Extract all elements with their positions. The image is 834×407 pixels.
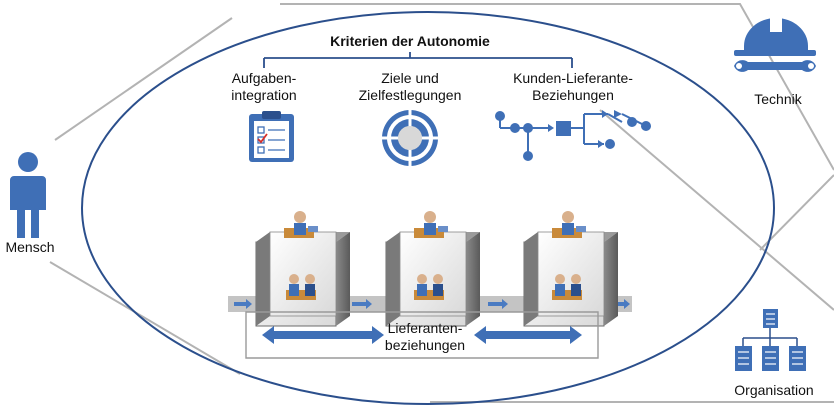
criterion-customer-supplier-label: Kunden-Lieferante- Beziehungen (498, 70, 648, 104)
supplier-arrow-right (474, 326, 582, 344)
target-icon (378, 106, 442, 170)
criterion-customer-supplier-line1: Kunden-Lieferante- (513, 70, 633, 86)
criterion-task-integration-line2: integration (231, 87, 297, 103)
diagram-title: Kriterien der Autonomie (330, 33, 490, 49)
organization-label: Organisation (734, 382, 814, 398)
supplier-relations-label: Lieferanten- beziehungen (370, 320, 480, 354)
supplier-arrow-left (262, 326, 384, 344)
org-chart-icon (735, 309, 806, 371)
connector-lines (49, 3, 834, 403)
criterion-task-integration-label: Aufgaben- integration (212, 70, 316, 104)
technology-label: Technik (754, 91, 802, 107)
criterion-task-integration-line1: Aufgaben- (231, 70, 297, 86)
flow-network-icon (495, 110, 651, 161)
autonomy-ellipse (81, 11, 775, 405)
conveyor-arrows (234, 299, 630, 309)
supplier-frame (245, 311, 599, 359)
clipboard-checklist-icon (249, 111, 294, 162)
criterion-customer-supplier-line2: Beziehungen (532, 87, 614, 103)
supplier-relations-line1: Lieferanten- (387, 320, 463, 336)
supplier-relations-line2: beziehungen (384, 337, 466, 353)
criterion-goals-line2: Zielfestlegungen (358, 87, 462, 103)
human-label: Mensch (5, 239, 55, 255)
helmet-wrench-icon (734, 18, 816, 72)
criterion-goals-line1: Ziele und (381, 70, 439, 86)
criteria-bracket (263, 52, 573, 68)
worker-figures (284, 211, 586, 300)
criterion-goals-label: Ziele und Zielfestlegungen (345, 70, 475, 104)
person-icon (10, 152, 46, 238)
